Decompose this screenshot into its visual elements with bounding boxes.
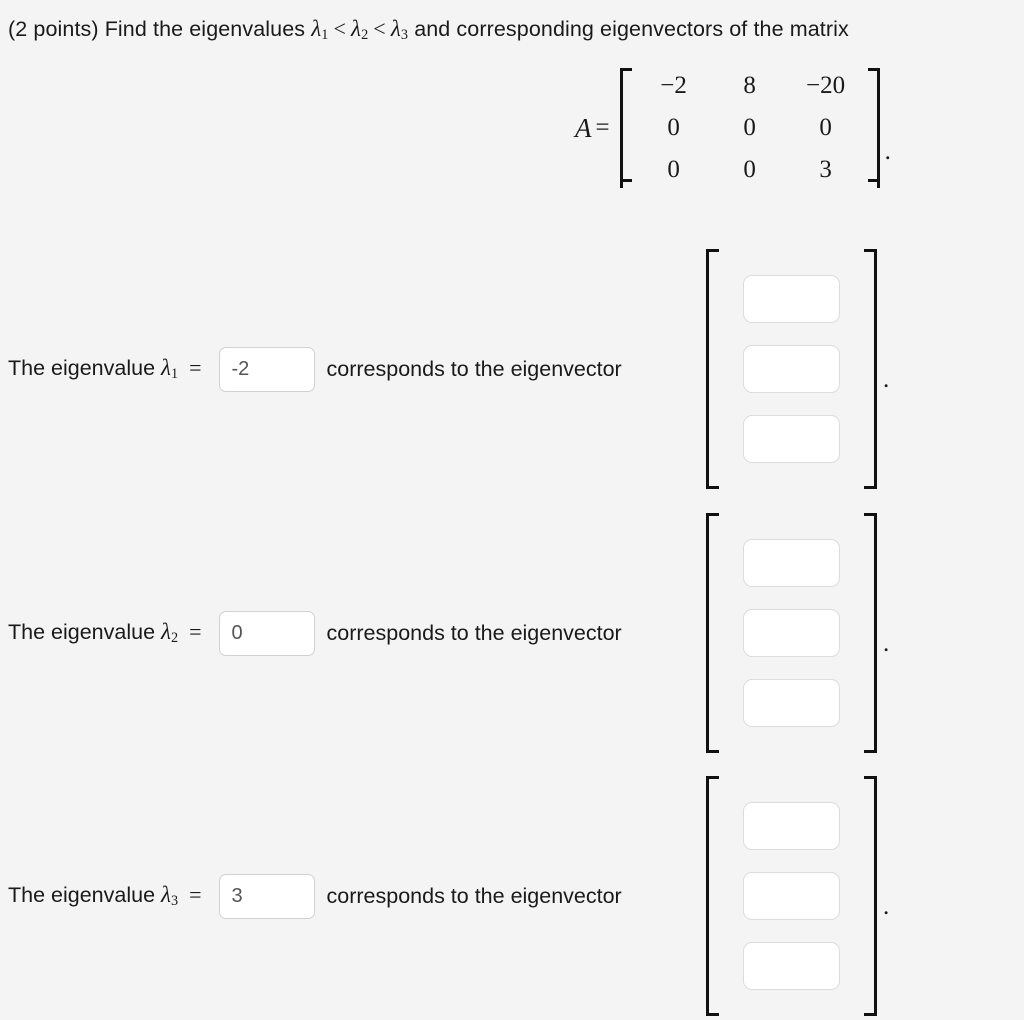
vector-entries-1 — [721, 249, 862, 489]
lambda-1-symbol: λ1 — [311, 16, 329, 44]
eigenvector-block-3: . — [706, 776, 889, 1016]
lambda-3-inline: λ3 — [161, 881, 179, 910]
eigenvector-input-1-3[interactable] — [743, 415, 840, 463]
eigen-row-3: The eigenvalue λ3 = corresponds to the e… — [0, 772, 1024, 1020]
vector-entries-2 — [721, 513, 862, 753]
matrix-cell: −2 — [660, 72, 687, 99]
vector-trailing-period-2: . — [883, 630, 890, 657]
matrix-cell: 3 — [819, 156, 832, 183]
matrix-cell: 0 — [667, 114, 680, 141]
eigenvalue-label-1: The eigenvalue λ1 = — [8, 355, 207, 383]
eigenvalue-input-2[interactable] — [218, 610, 315, 656]
eigenvector-input-1-1[interactable] — [743, 275, 840, 323]
vector-entries-3 — [721, 776, 862, 1016]
eigenvector-input-2-2[interactable] — [743, 609, 840, 657]
matrix-equals-sign: = — [595, 114, 610, 141]
eigenvector-input-1-2[interactable] — [743, 345, 840, 393]
matrix-cell: −20 — [806, 72, 846, 99]
equals-sign-2: = — [189, 618, 202, 644]
eigen-row-2: The eigenvalue λ2 = corresponds to the e… — [0, 509, 1024, 757]
equals-sign-3: = — [189, 881, 202, 907]
matrix-definition: A = −2 8 −20 0 0 0 0 0 3 . — [575, 68, 891, 188]
vector-right-bracket-1 — [862, 249, 877, 489]
vector-trailing-period-3: . — [883, 893, 890, 920]
matrix-cell: 8 — [743, 72, 756, 99]
vector-trailing-period-1: . — [883, 366, 890, 393]
eigenvalue-input-3[interactable] — [218, 873, 315, 919]
eigenvector-input-3-1[interactable] — [743, 802, 840, 850]
eigenvector-input-2-3[interactable] — [743, 679, 840, 727]
lambda-2-symbol: λ2 — [351, 16, 369, 44]
eigenvector-input-2-1[interactable] — [743, 539, 840, 587]
lambda-2-inline: λ2 — [161, 618, 179, 647]
question-points-text: (2 points) Find the eigenvalues — [8, 17, 306, 41]
vector-right-bracket-3 — [862, 776, 877, 1016]
matrix-cell: 0 — [667, 156, 680, 183]
matrix-label-A: A — [575, 112, 592, 143]
vector-left-bracket-1 — [706, 249, 721, 489]
less-than-1: < — [333, 16, 346, 41]
lambda-3-symbol: λ3 — [390, 16, 409, 44]
eigenvector-block-1: . — [706, 249, 889, 489]
matrix-grid: −2 8 −20 0 0 0 0 0 3 — [634, 59, 866, 197]
eigenvector-input-3-3[interactable] — [743, 942, 840, 990]
question-suffix-text: and corresponding eigenvectors of the ma… — [414, 17, 849, 41]
question-prompt: (2 points) Find the eigenvalues λ1<λ2<λ3… — [8, 14, 849, 50]
corresponds-text-1: corresponds to the eigenvector — [326, 356, 622, 381]
matrix-trailing-period: . — [884, 138, 891, 165]
matrix-cell: 0 — [819, 114, 832, 141]
vector-left-bracket-2 — [706, 513, 721, 753]
matrix-cell: 0 — [743, 156, 756, 183]
less-than-2: < — [373, 16, 386, 41]
vector-right-bracket-2 — [862, 513, 877, 753]
eigenvector-input-3-2[interactable] — [743, 872, 840, 920]
eigen-row-1: The eigenvalue λ1 = corresponds to the e… — [0, 245, 1024, 493]
matrix-right-bracket — [866, 68, 880, 188]
equals-sign-1: = — [189, 354, 202, 380]
eigenvalue-label-3: The eigenvalue λ3 = — [8, 882, 207, 910]
eigenvalue-input-1[interactable] — [218, 346, 315, 392]
corresponds-text-3: corresponds to the eigenvector — [326, 883, 622, 908]
vector-left-bracket-3 — [706, 776, 721, 1016]
lambda-1-inline: λ1 — [161, 354, 179, 383]
eigenvector-block-2: . — [706, 513, 889, 753]
corresponds-text-2: corresponds to the eigenvector — [326, 620, 622, 645]
matrix-left-bracket — [619, 68, 634, 188]
eigenvalue-label-2: The eigenvalue λ2 = — [8, 619, 207, 647]
matrix-cell: 0 — [743, 114, 756, 141]
